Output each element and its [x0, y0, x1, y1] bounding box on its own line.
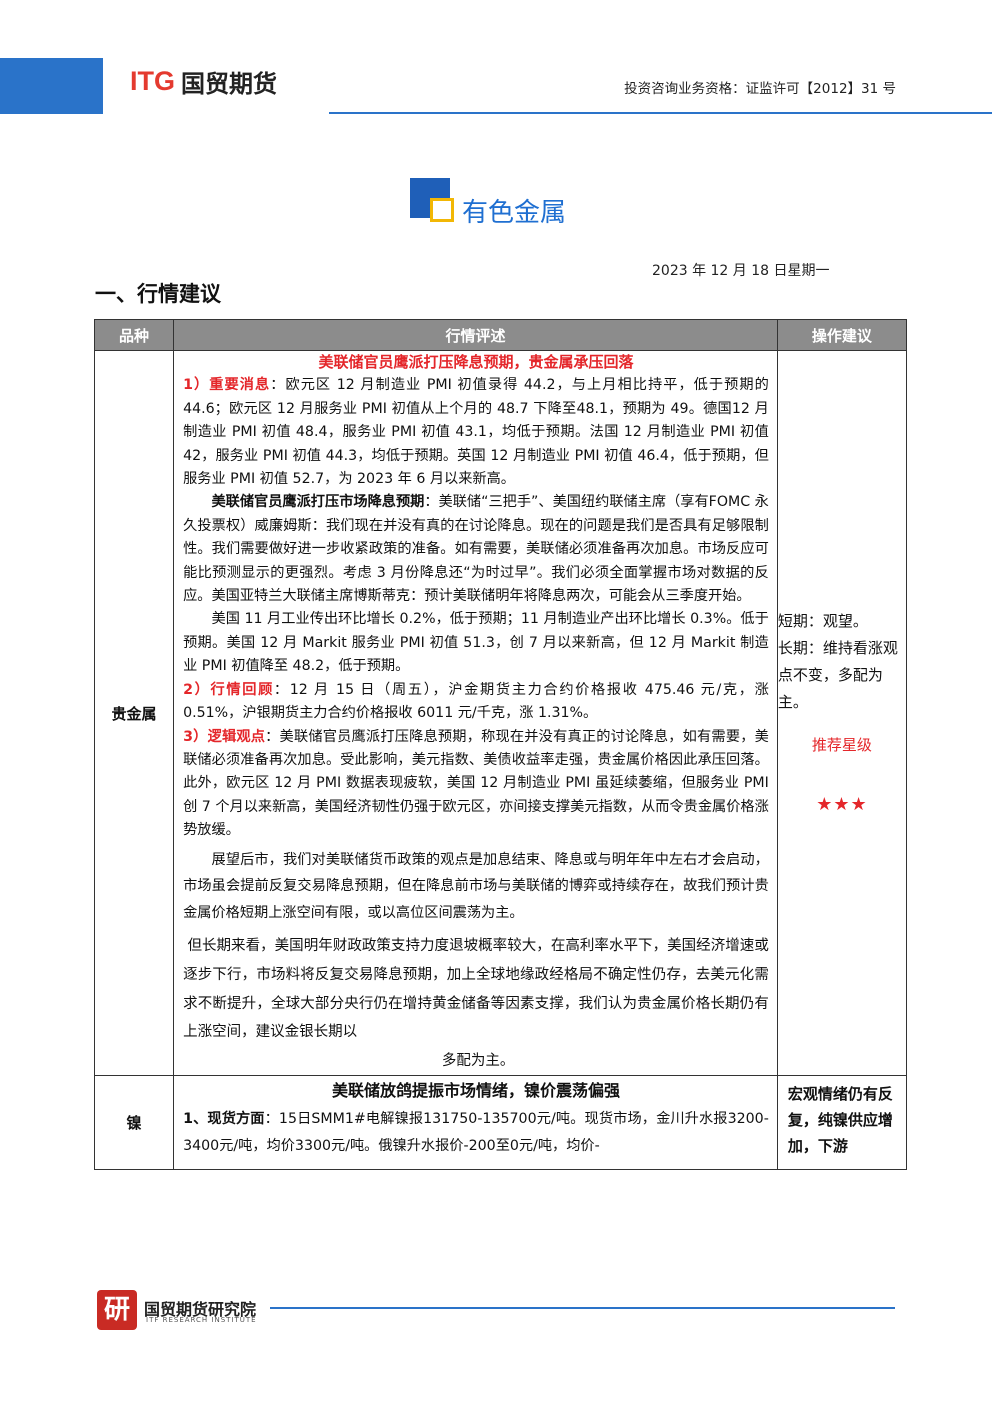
para-text: ：欧元区 12 月制造业 PMI 初值录得 44.2，与上月相比持平，低于预期的…	[183, 377, 769, 488]
precious-content: 美联储官员鹰派打压降息预期，贵金属承压回落 1）重要消息：欧元区 12 月制造业…	[174, 351, 777, 1075]
paragraph: 2）行情回顾：12 月 15 日（周五），沪金期货主力合约价格报收 475.46…	[183, 679, 769, 726]
footer-sub: ITF RESEARCH INSTITUTE	[146, 1316, 257, 1324]
advice-short: 短期：观望。	[777, 612, 868, 631]
advice-long: 长期：维持看涨观点不变，多配为主。	[777, 639, 898, 712]
company-logo: ITG 国贸期货	[130, 65, 277, 98]
footer-name: 国贸期货研究院	[144, 1300, 257, 1319]
advice-cell: 短期：观望。 长期：维持看涨观点不变，多配为主。 推荐星级 ★★★	[776, 349, 908, 1077]
para-label: 1）重要消息	[183, 377, 271, 394]
title-inner-square-icon	[430, 198, 454, 222]
nickel-advice: 宏观情绪仍有反复，纯镍供应增加，下游	[787, 1085, 893, 1156]
comment-cell: 美联储放鸽提振市场情绪，镍价震荡偏强 1、现货方面：15日SMM1#电解镍报13…	[173, 1075, 778, 1171]
para-text: ：美联储“三把手”、美国纽约联储主席（享有FOMC 永久投票权）威廉姆斯：我们现…	[183, 494, 769, 605]
paragraph: 3）逻辑观点：美联储官员鹰派打压降息预期，称现在并没有真正的讨论降息，如有需要，…	[183, 726, 769, 843]
header-advice: 操作建议	[776, 319, 908, 351]
variety-cell: 贵金属	[93, 349, 175, 1077]
nickel-content: 美联储放鸽提振市场情绪，镍价震荡偏强 1、现货方面：15日SMM1#电解镍报13…	[174, 1076, 777, 1169]
variety-cell: 镍	[93, 1075, 175, 1171]
header-rule	[329, 112, 992, 114]
rating-label: 推荐星级	[811, 736, 872, 755]
title-text: 有色金属	[462, 198, 567, 228]
paragraph-last: 多配为主。	[441, 1052, 515, 1069]
logo-en: ITG	[130, 65, 175, 96]
paragraph: 1）重要消息：欧元区 12 月制造业 PMI 初值录得 44.2，与上月相比持平…	[183, 374, 769, 491]
report-date: 2023 年 12 月 18 日星期一	[652, 263, 830, 279]
table-row: 贵金属 美联储官员鹰派打压降息预期，贵金属承压回落 1）重要消息：欧元区 12 …	[93, 349, 908, 1077]
header-comment: 行情评述	[173, 319, 778, 351]
license-text: 投资咨询业务资格：证监许可【2012】31 号	[624, 81, 896, 97]
logo-cn: 国贸期货	[181, 69, 277, 98]
advice-cell: 宏观情绪仍有反复，纯镍供应增加，下游	[776, 1075, 908, 1171]
paragraph: 1、现货方面：15日SMM1#电解镍报131750-135700元/吨。现货市场…	[183, 1106, 769, 1160]
para-text: ：12 月 15 日（周五），沪金期货主力合约价格报收 475.46 元/克，涨…	[183, 681, 769, 722]
para-text: ：美联储官员鹰派打压降息预期，称现在并没有真正的讨论降息，如有需要，美联储必须准…	[183, 728, 769, 839]
header-panel	[103, 58, 992, 114]
paragraph: 美联储官员鹰派打压市场降息预期：美联储“三把手”、美国纽约联储主席（享有FOMC…	[183, 491, 769, 608]
table-row: 镍 美联储放鸽提振市场情绪，镍价震荡偏强 1、现货方面：15日SMM1#电解镍报…	[93, 1075, 908, 1171]
comment-cell: 美联储官员鹰派打压降息预期，贵金属承压回落 1）重要消息：欧元区 12 月制造业…	[173, 349, 778, 1077]
para-label: 3）逻辑观点	[183, 728, 266, 745]
star-rating-icon: ★★★	[816, 794, 868, 816]
research-logo-icon: 研	[97, 1290, 137, 1330]
para-text: ：15日SMM1#电解镍报131750-135700元/吨。现货市场，金川升水报…	[183, 1111, 769, 1155]
section-heading: 一、行情建议	[95, 282, 221, 306]
para-label: 美联储官员鹰派打压市场降息预期	[211, 494, 425, 511]
paragraph: 美国 11 月工业传出环比增长 0.2%，低于预期；11 月制造业产出环比增长 …	[183, 611, 769, 675]
para-label: 1、现货方面	[183, 1111, 265, 1128]
paragraph: 展望后市，我们对美联储货币政策的观点是加息结束、降息或与明年年中左右才会启动，市…	[183, 851, 769, 921]
footer-rule	[270, 1307, 895, 1309]
paragraph-tail: 但长期来看，美国明年财政政策支持力度退坡概率较大，在高利率水平下，美国经济增速或…	[183, 932, 769, 1075]
nickel-headline: 美联储放鸽提振市场情绪，镍价震荡偏强	[331, 1081, 620, 1101]
header-variety: 品种	[93, 319, 175, 351]
table-header-row: 品种 行情评述 操作建议	[93, 319, 908, 351]
recommendation-table: 品种 行情评述 操作建议 贵金属 美联储官员鹰派打压降息预期，贵金属承压回落 1…	[93, 319, 908, 1171]
precious-headline: 美联储官员鹰派打压降息预期，贵金属承压回落	[318, 353, 634, 371]
paragraph: 但长期来看，美国明年财政政策支持力度退坡概率较大，在高利率水平下，美国经济增速或…	[183, 938, 769, 1041]
para-label: 2）行情回顾	[183, 681, 274, 698]
